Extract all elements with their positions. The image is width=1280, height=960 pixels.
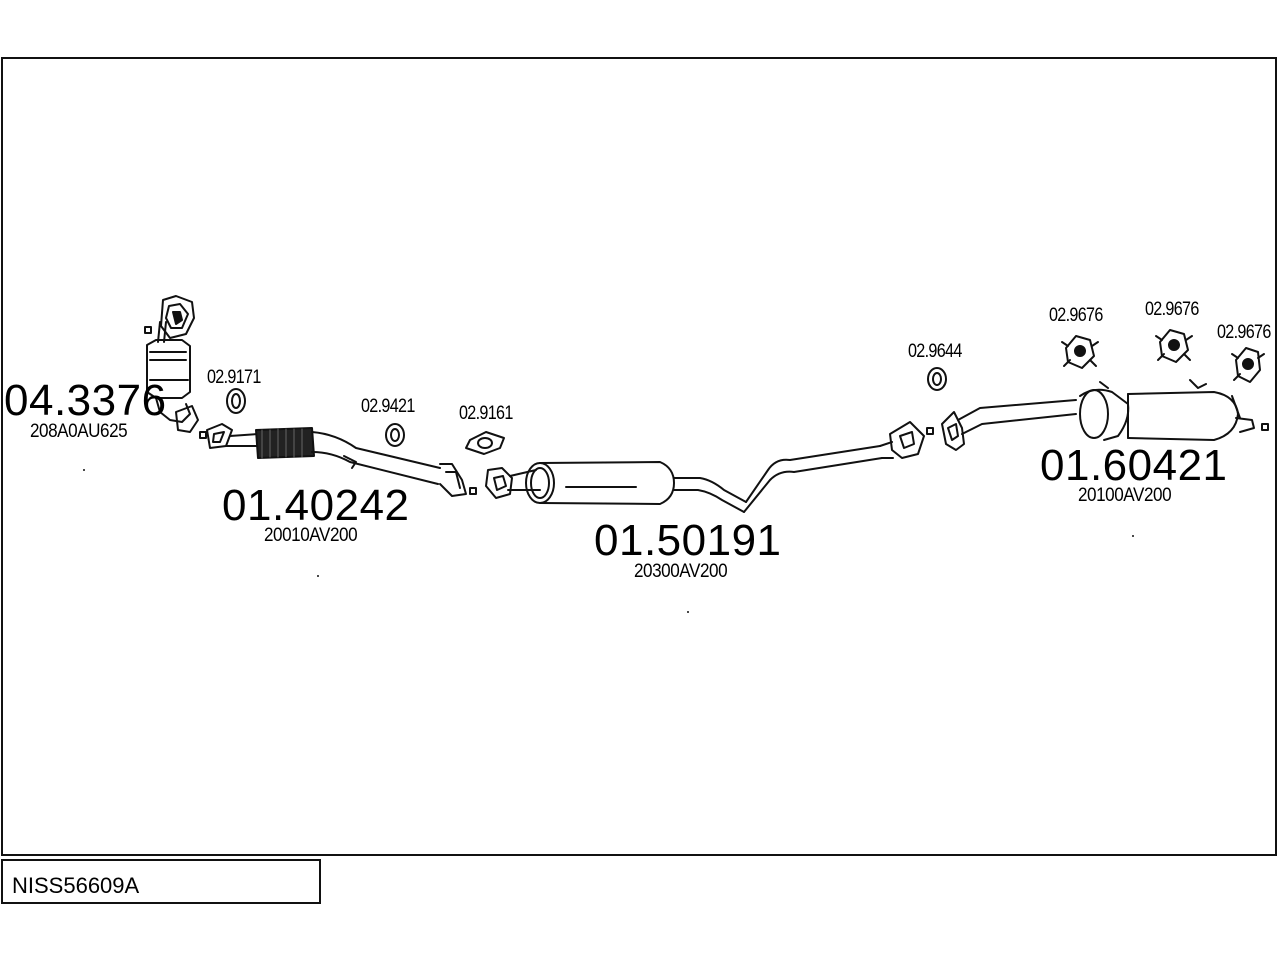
oe-code-label: 20100AV200 (1078, 485, 1172, 506)
ring-02-9644[interactable] (927, 367, 947, 391)
accessory-label: 02.9676 (1145, 299, 1199, 320)
part-number-label: 04.3376 (4, 376, 167, 425)
hanger-02-9676-a[interactable] (1061, 335, 1099, 369)
flange-joint[interactable] (889, 411, 965, 459)
oe-code-label: 20300AV200 (634, 561, 728, 582)
hanger-02-9676-b[interactable] (1155, 329, 1193, 363)
diagram-frame (1, 57, 1277, 856)
accessory-label: 02.9421 (361, 396, 415, 417)
hanger-02-9676-c[interactable] (1231, 347, 1265, 383)
accessory-label: 02.9644 (908, 341, 962, 362)
diagram-id: NISS56609A (12, 873, 140, 898)
front-pipe[interactable] (199, 423, 467, 497)
accessory-label: 02.9161 (459, 403, 513, 424)
gasket-02-9421[interactable] (385, 423, 405, 447)
clamp-marker (469, 487, 477, 495)
oe-code-label: 20010AV200 (264, 525, 358, 546)
accessory-label: 02.9676 (1049, 305, 1103, 326)
rear-silencer[interactable] (957, 379, 1269, 441)
gasket-02-9171[interactable] (226, 388, 246, 414)
accessory-label: 02.9676 (1217, 322, 1271, 343)
oe-code-label: 208A0AU625 (30, 421, 128, 442)
accessory-label: 02.9171 (207, 367, 261, 388)
part-number-label: 01.50191 (594, 516, 782, 565)
catalytic-converter[interactable] (144, 295, 199, 433)
part-number-label: 01.60421 (1040, 441, 1228, 490)
middle-silencer[interactable] (485, 441, 894, 513)
diagram-id-box: NISS56609A (1, 859, 321, 904)
gasket-02-9161[interactable] (465, 431, 505, 455)
part-number-label: 01.40242 (222, 481, 410, 530)
